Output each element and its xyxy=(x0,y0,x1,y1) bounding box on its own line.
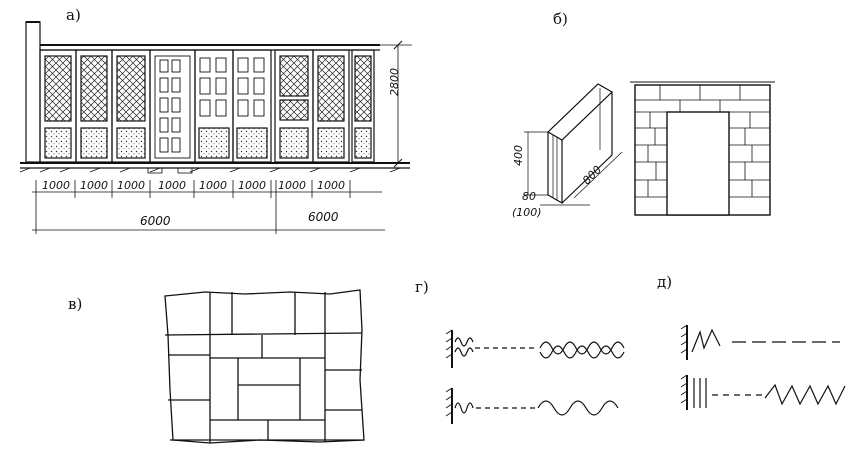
rigid-tie-schemes xyxy=(680,324,846,410)
module-dim-3: 1000 xyxy=(117,179,145,192)
module-dim-1: 1000 xyxy=(42,179,70,192)
solid-panels xyxy=(44,127,372,159)
block-thickness-dim: 80 xyxy=(522,190,536,203)
partition-elevation xyxy=(19,21,412,234)
label-b: б) xyxy=(553,10,568,28)
block-layout-plan xyxy=(164,289,365,444)
span-dim-2: 6000 xyxy=(308,210,339,224)
span-dim-1: 6000 xyxy=(140,214,171,228)
block-thickness-alt-dim: (100) xyxy=(512,206,542,219)
module-dim-7: 1000 xyxy=(278,179,306,192)
label-v: в) xyxy=(68,295,83,313)
label-a: а) xyxy=(66,6,81,24)
module-dim-2: 1000 xyxy=(80,179,108,192)
door-leaf xyxy=(154,55,191,159)
module-dim-5: 1000 xyxy=(199,179,227,192)
module-dim-6: 1000 xyxy=(238,179,266,192)
block-height-dim: 400 xyxy=(512,145,525,166)
label-g: г) xyxy=(415,278,429,296)
glazed-panels xyxy=(44,55,372,122)
module-dim-4: 1000 xyxy=(158,179,186,192)
height-dimension-a: 2800 xyxy=(388,68,401,96)
partition-modules xyxy=(39,49,375,163)
block-wall-drawing xyxy=(524,81,775,216)
module-dim-8: 1000 xyxy=(317,179,345,192)
flexible-tie-schemes xyxy=(445,329,625,424)
label-d: д) xyxy=(657,273,673,291)
